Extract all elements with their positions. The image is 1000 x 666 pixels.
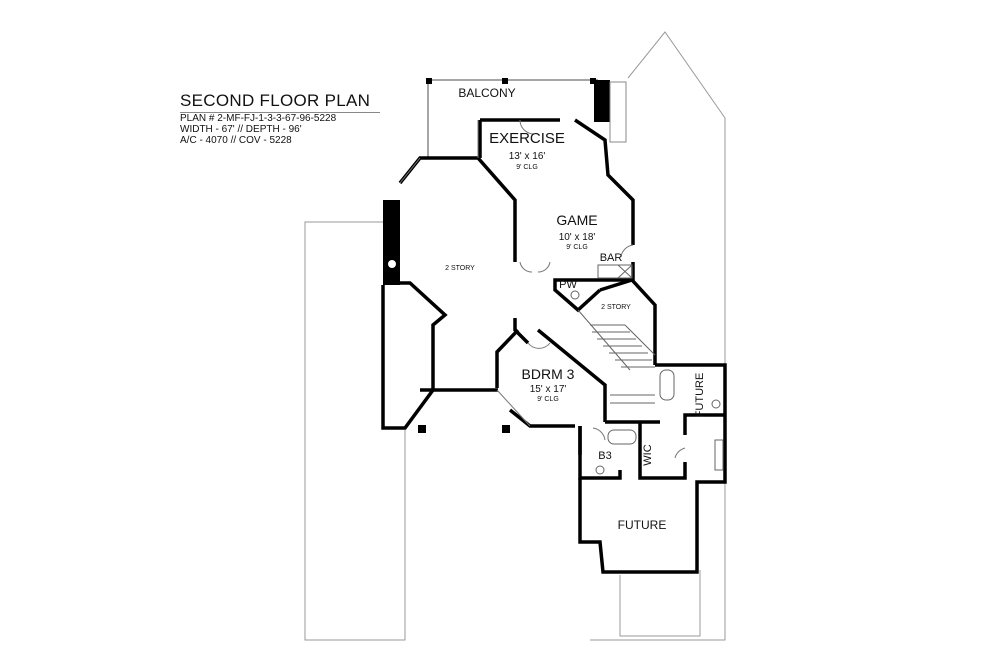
- title-block: SECOND FLOOR PLAN PLAN # 2-MF-FJ-1-3-3-6…: [180, 91, 380, 146]
- column-icon: [388, 260, 396, 268]
- plan-number: PLAN # 2-MF-FJ-1-3-3-67-96-5228: [180, 113, 337, 124]
- plan-dimensions: WIDTH - 67' // DEPTH - 96': [180, 124, 302, 135]
- room-label-bar: BAR: [600, 252, 623, 264]
- windows-doors: [399, 119, 686, 459]
- room-label-2-story-stair: 2 STORY: [601, 304, 631, 311]
- room-label-bdrm3: BDRM 3: [522, 366, 575, 382]
- room-ceiling-game: 9' CLG: [566, 244, 588, 251]
- lower-floor-outline: [304, 31, 726, 641]
- room-label-exercise: EXERCISE: [489, 130, 565, 147]
- plan-title: SECOND FLOOR PLAN: [180, 91, 380, 113]
- plan-area: A/C - 4070 // COV - 5228: [180, 135, 292, 146]
- room-label-balcony: BALCONY: [458, 86, 515, 100]
- room-label-future-room: FUTURE: [618, 518, 667, 532]
- room-label-game: GAME: [556, 212, 597, 228]
- staircase: [577, 309, 656, 404]
- room-label-2-story-left: 2 STORY: [445, 265, 475, 272]
- room-ceiling-exercise: 9' CLG: [516, 164, 538, 171]
- walls: [381, 118, 727, 574]
- room-size-bdrm3: 15' x 17': [530, 384, 567, 395]
- room-label-pw: PW: [559, 279, 577, 291]
- room-size-game: 10' x 18': [559, 232, 596, 243]
- room-size-exercise: 13' x 16': [509, 151, 546, 162]
- chimney-outline: [609, 81, 627, 143]
- fixtures: [570, 264, 724, 475]
- room-label-b3: B3: [598, 450, 611, 462]
- room-label-future-bath: FUTURE: [694, 373, 706, 418]
- room-label-wic: WIC: [642, 444, 654, 465]
- room-ceiling-bdrm3: 9' CLG: [537, 396, 559, 403]
